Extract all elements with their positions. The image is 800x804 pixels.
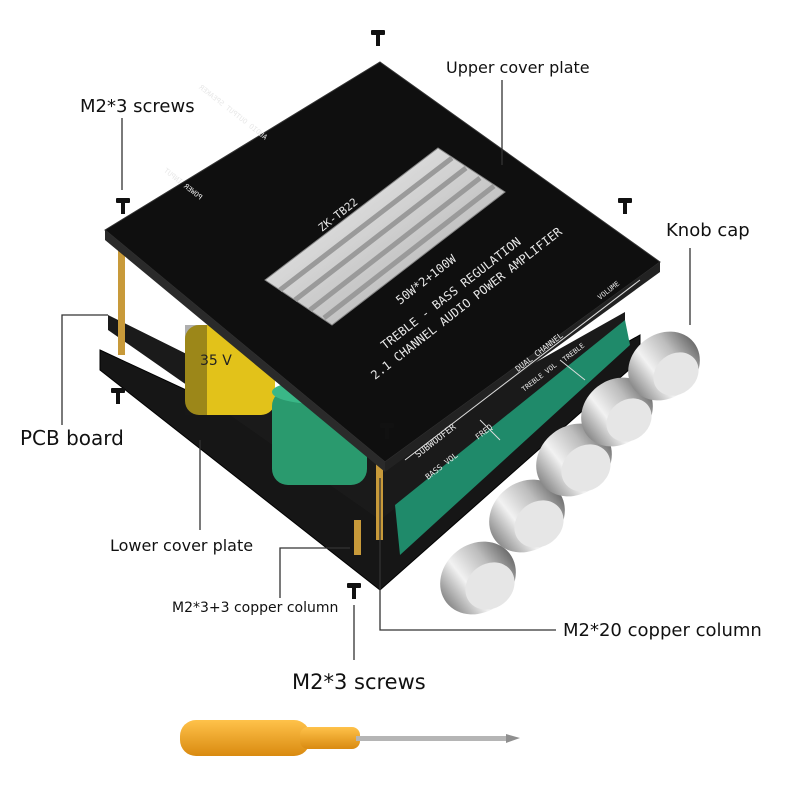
capacitor-voltage-text: 35 V [200,353,232,369]
copper-column-short [354,520,361,555]
screw-icon [347,583,361,599]
screwdriver [180,720,520,756]
screw-icon [371,30,385,46]
label-copper-column-long: M2*20 copper column [563,620,762,641]
knob-4 [581,377,653,447]
pcb-board [108,312,625,520]
screws [111,30,632,599]
label-lower-cover-plate: Lower cover plate [110,536,254,555]
screw-icon [116,198,130,214]
label-pcb-board: PCB board [20,426,124,450]
label-copper-column-short: M2*3+3 copper column [172,600,339,616]
knob-3 [536,423,612,497]
board-audio-output-text: AUDIO OUTPUT SPEAKER [197,83,269,142]
knob-5 [628,331,700,401]
heatsink [264,147,506,326]
copper-column-left [118,245,125,355]
leader-copper-long [379,478,556,631]
board-divider-lines [404,279,641,461]
label-m2-screws-bottom: M2*3 screws [292,670,426,694]
leader-lines [61,80,691,660]
label-m2-screws-top: M2*3 screws [80,96,195,117]
screw-icon [380,423,394,439]
leader-copper-short [279,547,350,598]
screw-icon [111,388,125,404]
label-knob-cap: Knob cap [666,220,750,241]
upper-cover-plate-edge-right [385,262,660,472]
knob-2 [489,479,565,553]
screw-icon [618,198,632,214]
knob-1 [440,541,516,615]
upper-cover-plate-edge [105,230,385,472]
leader-pcb-board [61,314,108,425]
label-upper-cover-plate: Upper cover plate [446,58,590,77]
pcb-green-edge [395,320,630,555]
